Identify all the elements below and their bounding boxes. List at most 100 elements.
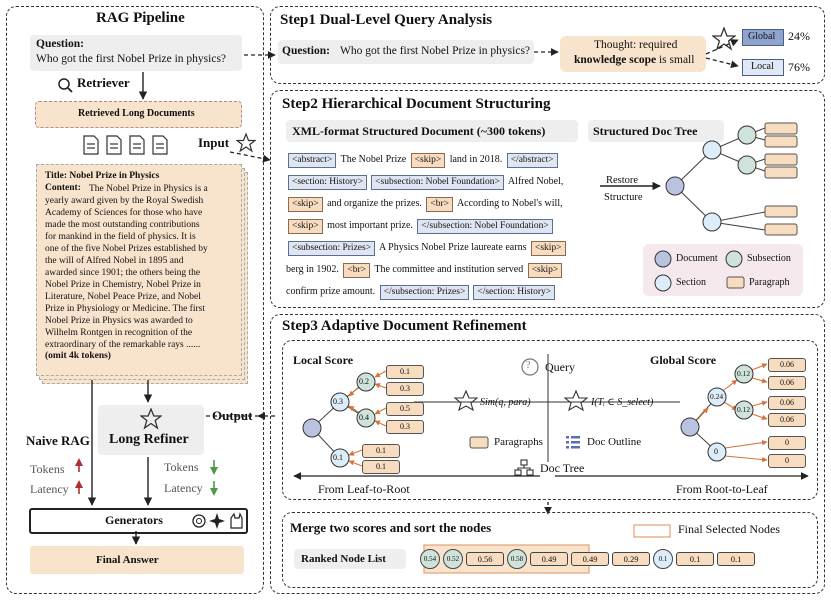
query-label: Query	[545, 360, 575, 374]
paragraphs-label: Paragraphs	[494, 436, 543, 448]
xml-text: berg in 1902.	[286, 264, 339, 275]
final-answer-box: Final Answer	[30, 546, 244, 574]
doc-content-line: made the most outstanding contributions	[45, 220, 200, 230]
doc-omit: (omit 4k tokens)	[45, 351, 111, 361]
final-selected-label: Final Selected Nodes	[678, 522, 780, 536]
xml-tag: <subsection: Nobel Foundation>	[371, 175, 504, 190]
step2-panel	[270, 90, 825, 308]
ranked-label-box: Ranked Node List	[294, 549, 406, 569]
rag-pipeline-panel	[6, 6, 264, 594]
doc-content-line: Academy of Sciences for those who have	[45, 208, 203, 218]
xml-br: <br>	[343, 263, 371, 278]
global-node-score: 0.24	[710, 392, 724, 401]
global-node-score: 0.12	[737, 369, 751, 378]
thought-line1: Thought: required	[594, 39, 678, 51]
left-question-box: Question: Who got the first Nobel Prize …	[30, 35, 242, 71]
thought-bold: knowledge scope	[574, 54, 657, 66]
merge-title: Merge two scores and sort the nodes	[290, 520, 492, 535]
document-icons	[82, 134, 172, 156]
step1-question-text: Who got the first Nobel Prize in physics…	[340, 45, 531, 57]
xml-br: <br>	[426, 197, 453, 212]
naive-tokens: Tokens	[30, 462, 65, 476]
global-label-box: Global	[742, 29, 784, 46]
leaf-to-root-label: From Leaf-to-Root	[318, 482, 410, 496]
ranked-node-paragraph: 0.49	[571, 552, 609, 566]
step3-title: Step3 Adaptive Document Refinement	[282, 318, 527, 334]
global-label: Global	[748, 31, 776, 42]
step1-question-label: Question:	[282, 45, 330, 57]
global-paragraph: 0.06	[768, 396, 806, 410]
root-to-leaf-label: From Root-to-Leaf	[676, 482, 768, 496]
xml-line-6: berg in 1902. <br> The committee and ins…	[286, 259, 586, 281]
ranked-node-paragraph: 0.29	[612, 552, 650, 566]
doc-outline-label: Doc Outline	[587, 436, 642, 448]
input-label: Input	[198, 135, 230, 150]
final-answer-label: Final Answer	[96, 554, 159, 566]
long-refiner-label: Long Refiner	[109, 432, 189, 447]
xml-line-4: <skip> most important prize. </subsectio…	[286, 215, 586, 237]
naive-rag-label: Naive RAG	[26, 433, 90, 448]
xml-text: The committee and institution served	[374, 264, 524, 275]
merge-panel	[282, 512, 818, 588]
xml-tag: </subsection: Prizes>	[379, 285, 470, 300]
doc-content-line: for mankind in the field of physics. It …	[45, 232, 196, 242]
magnifier-icon	[58, 78, 73, 93]
ranked-node-paragraph: 0.49	[530, 552, 568, 566]
global-paragraph: 0	[768, 436, 806, 450]
question-icon-glyph: ?	[526, 360, 531, 371]
global-paragraph: 0	[768, 454, 806, 468]
ranked-label: Ranked Node List	[301, 553, 386, 565]
doc-content-line: Wilhelm Rontgen in recognition of the	[45, 328, 193, 338]
xml-text: most important prize.	[327, 220, 413, 231]
left-question-label: Question:	[36, 38, 84, 50]
local-paragraph: 0.3	[386, 420, 424, 434]
doc-card: Title: Nobel Prize in Physics Content: T…	[36, 164, 242, 376]
ranked-node-paragraph: 0.56	[466, 552, 504, 566]
restore-label-2: Structure	[604, 192, 643, 203]
global-paragraph: 0.06	[768, 413, 806, 427]
doc-content-line: awarded since 1901; the others being the	[45, 268, 201, 278]
global-score-label: Global Score	[650, 353, 717, 367]
xml-text: The Nobel Prize	[340, 154, 407, 165]
xml-header-box: XML-format Structured Document (~300 tok…	[286, 120, 578, 142]
legend-document: Document	[676, 253, 718, 264]
thought-box: Thought: required knowledge scope is sma…	[560, 36, 706, 72]
xml-text: and organize the prizes.	[327, 198, 422, 209]
xml-tag: </section: History>	[473, 285, 556, 300]
thought-line2: knowledge scope is small	[574, 54, 694, 66]
retrieved-docs-label: Retrieved Long Documents	[78, 108, 195, 119]
local-label: Local	[751, 61, 774, 72]
tree-header: Structured Doc Tree	[593, 124, 698, 138]
ranked-node-circle: 0.1	[653, 549, 673, 569]
rag-pipeline-title: RAG Pipeline	[96, 10, 185, 26]
local-node-score: 0.1	[333, 453, 343, 462]
doc-content-line: one of the five Nobel Prizes established…	[45, 244, 208, 254]
local-score-label: Local Score	[293, 353, 354, 367]
refiner-tokens: Tokens	[164, 460, 199, 474]
global-node-score: 0.12	[737, 405, 751, 414]
ranked-node-circle: 0.58	[507, 549, 527, 569]
xml-document: <abstract> The Nobel Prize <skip> land i…	[286, 149, 586, 303]
step1-panel	[270, 6, 825, 84]
xml-line-2: <section: History><subsection: Nobel Fou…	[286, 171, 586, 193]
thought-rest: is small	[656, 54, 695, 66]
step2-title: Step2 Hierarchical Document Structuring	[282, 96, 551, 112]
xml-skip: <skip>	[288, 219, 323, 234]
legend-paragraph: Paragraph	[749, 277, 790, 288]
retriever-label: Retriever	[77, 75, 130, 90]
doc-content-line: Literature, Nobel Peace Prize, and Nobel	[45, 292, 201, 302]
xml-tag: <abstract>	[288, 153, 337, 168]
xml-tag: </abstract>	[506, 153, 558, 168]
xml-line-7: confirm prize amount. </subsection: Priz…	[286, 281, 586, 303]
output-label: Output	[212, 408, 253, 423]
local-node-score: 0.3	[333, 397, 343, 406]
indicator-label: I(Tᵢ ∈ S_select)	[591, 397, 654, 408]
local-paragraph: 0.5	[386, 402, 424, 416]
global-paragraph: 0.06	[768, 358, 806, 372]
legend-subsection: Subsection	[747, 253, 791, 264]
generators-box: Generators	[29, 508, 248, 534]
local-label-box: Local	[742, 59, 784, 76]
local-paragraph: 0.1	[386, 365, 424, 379]
